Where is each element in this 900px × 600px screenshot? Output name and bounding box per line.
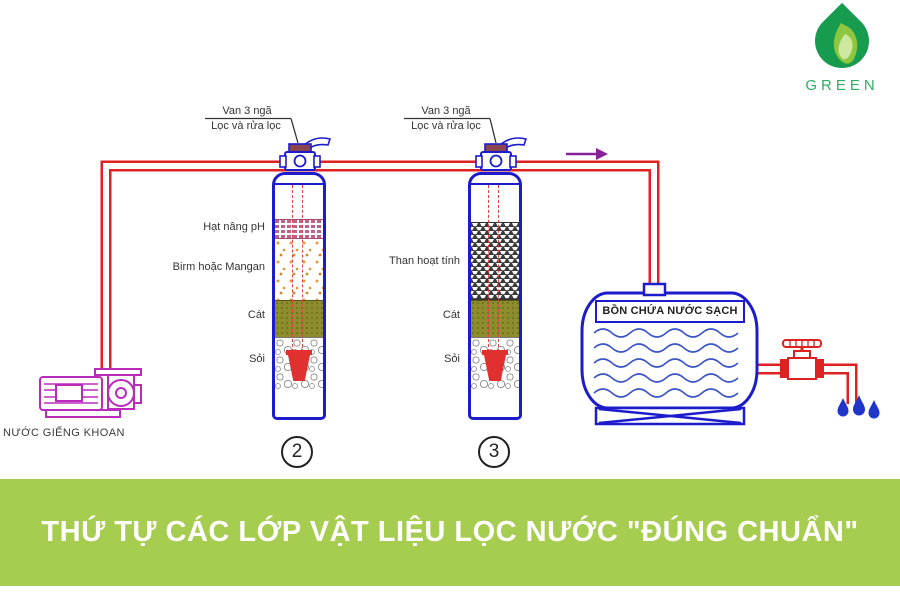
- riser-tube-dashed-line: [488, 185, 489, 352]
- pump-label: NƯỚC GIẾNG KHOAN: [3, 427, 125, 439]
- faucet-valve-icon: [780, 339, 824, 380]
- empty-space: [275, 175, 323, 219]
- layer-label-birm: Birm hoặc Mangan: [172, 261, 265, 273]
- riser-tube-dashed-line: [302, 185, 303, 352]
- layer-activated-carbon: [471, 222, 519, 300]
- three-way-valve-1-icon: [279, 137, 332, 171]
- tank-base: [594, 406, 746, 426]
- flow-arrow-icon: [566, 148, 608, 160]
- brand-logo: GREEN: [798, 2, 886, 94]
- tank-label: BỒN CHỨA NƯỚC SẠCH: [595, 300, 745, 323]
- valve-1-label-line2: Lọc và rửa lọc: [211, 120, 281, 132]
- pump-icon: [39, 368, 142, 418]
- strainer-icon: [286, 350, 312, 355]
- tank-waves: [593, 328, 739, 398]
- valve-2-label-line1: Van 3 ngã: [421, 105, 471, 117]
- layer-sand: [471, 300, 519, 338]
- layer-sand: [275, 300, 323, 338]
- layer-label-gravel-2: Sỏi: [444, 353, 460, 365]
- riser-tube-dashed-line: [292, 185, 293, 352]
- valve-1-label-line1: Van 3 ngã: [222, 105, 272, 117]
- layer-label-carbon: Than hoạt tính: [389, 255, 460, 267]
- layer-label-ph: Hạt nâng pH: [203, 221, 265, 233]
- layer-label-sand-1: Cát: [247, 309, 265, 321]
- layer-birm-mangan: [275, 239, 323, 300]
- layer-label-gravel-1: Sỏi: [249, 353, 265, 365]
- water-drop-icon: [803, 2, 881, 80]
- filter-column-2: [272, 172, 326, 420]
- three-way-valve-2-icon: [475, 137, 528, 171]
- water-drops-icon: [837, 395, 880, 419]
- strainer-icon: [482, 350, 508, 355]
- valve-2-label-line2: Lọc và rửa lọc: [411, 120, 481, 132]
- pipe-outlet: [752, 363, 858, 404]
- layer-label-sand-2: Cát: [442, 309, 460, 321]
- title-banner: THỨ TỰ CÁC LỚP VẬT LIỆU LỌC NƯỚC "ĐÚNG C…: [0, 479, 900, 586]
- filter-column-3: [468, 172, 522, 420]
- banner-title: THỨ TỰ CÁC LỚP VẬT LIỆU LỌC NƯỚC "ĐÚNG C…: [41, 516, 859, 548]
- layer-ph-raiser: [275, 219, 323, 239]
- empty-space: [471, 175, 519, 222]
- brand-name: GREEN: [805, 77, 879, 94]
- riser-tube-dashed-line: [498, 185, 499, 352]
- filter-number-2: 2: [281, 436, 313, 468]
- filter-number-3: 3: [478, 436, 510, 468]
